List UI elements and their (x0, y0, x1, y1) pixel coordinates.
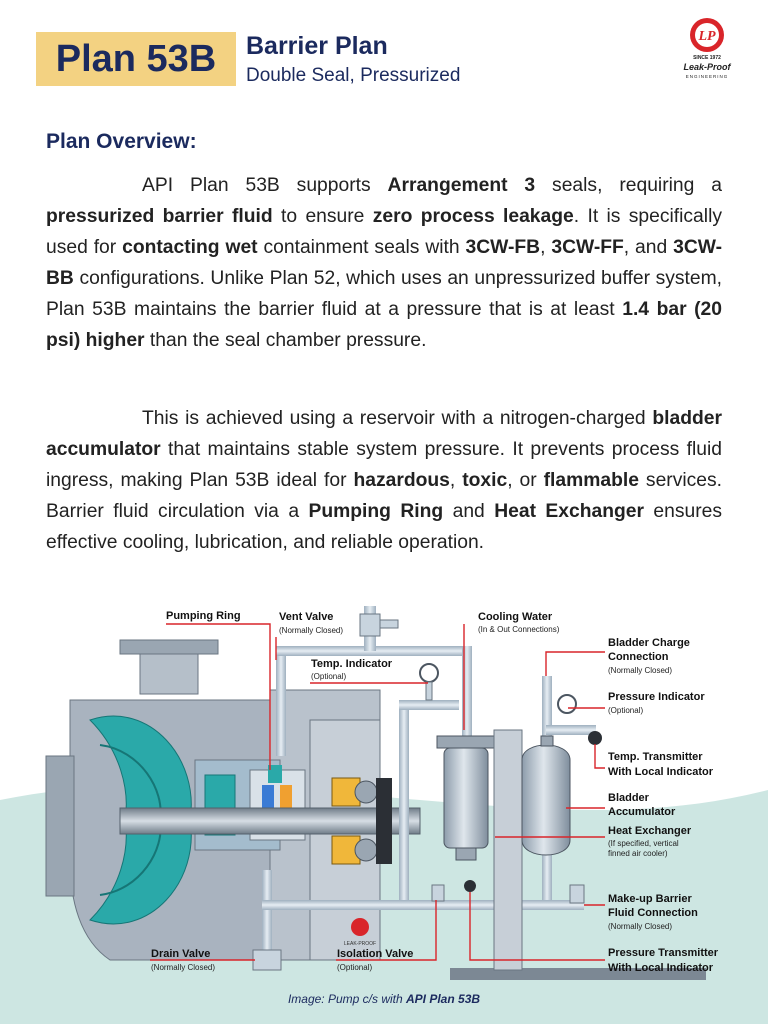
bold-phrase: 1.4 bar (20 psi) higher (46, 299, 722, 351)
label-heat-exchanger-sub1: (If specified, vertical (608, 839, 679, 848)
label-makeup-2: Fluid Connection (608, 907, 698, 919)
text-run: than the seal chamber pressure. (144, 330, 427, 351)
page-title: Barrier Plan (246, 32, 388, 60)
label-pressure-transmitter-2: With Local Indicator (608, 962, 714, 974)
label-cooling-water-sub: (In & Out Connections) (478, 625, 560, 634)
overview-heading: Plan Overview: (46, 130, 197, 153)
text-run: seals, requiring a (535, 175, 722, 196)
label-bladder-charge-sub: (Normally Closed) (608, 666, 673, 675)
mechanical-seal (194, 759, 306, 851)
bearings (331, 777, 392, 865)
text-run: to ensure (272, 206, 373, 227)
bold-phrase: 3CW-BB (46, 237, 722, 289)
bold-phrase: Arrangement 3 (387, 175, 536, 196)
logo-since: SINCE 1972 (693, 55, 721, 61)
label-isolation-valve: Isolation Valve (337, 948, 414, 960)
image-caption: Image: Pump c/s with API Plan 53B (0, 992, 768, 1006)
logo-sub: ENGINEERING (685, 74, 729, 79)
bold-phrase: toxic (462, 470, 508, 491)
text-run: , and (623, 237, 674, 258)
barrier-reservoir (436, 735, 496, 861)
label-bladder-charge-1: Bladder Charge (608, 637, 690, 649)
text-run: , (540, 237, 552, 258)
label-bladder-charge-2: Connection (608, 651, 669, 663)
bold-phrase: Heat Exchanger (494, 501, 644, 522)
bold-phrase: contacting wet (122, 237, 258, 258)
drain-valve-icon (252, 949, 282, 971)
vent-valve-icon (359, 613, 399, 637)
text-run: , (449, 470, 463, 491)
pump-logo-text: LEAK-PROOF (344, 941, 376, 947)
support-post (493, 729, 523, 971)
label-heat-exchanger-sub2: finned air cooler) (608, 849, 668, 858)
page-subtitle: Double Seal, Pressurized (246, 65, 461, 86)
pressure-indicator-icon (557, 694, 577, 714)
logo-mark: LP (697, 29, 716, 44)
logo-brand: Leak-Proof (683, 62, 731, 72)
makeup-valve-icon (569, 884, 585, 904)
label-bladder-2: Accumulator (608, 806, 676, 818)
bladder-accumulator (521, 735, 571, 856)
label-temp-transmitter-2: With Local Indicator (608, 766, 714, 778)
label-drain-valve-sub: (Normally Closed) (151, 963, 216, 972)
bold-phrase: hazardous (353, 470, 450, 491)
company-logo: LP SINCE 1972 Leak-Proof ENGINEERING (672, 16, 742, 96)
label-pressure-transmitter-1: Pressure Transmitter (608, 947, 719, 959)
bold-phrase: zero process leakage (372, 206, 574, 227)
label-bladder-1: Bladder (608, 792, 649, 804)
overview-paragraph-2: This is achieved using a reservoir with … (46, 403, 722, 558)
base-plate (450, 968, 706, 980)
pressure-transmitter-icon (464, 880, 476, 892)
label-pressure-indicator: Pressure Indicator (608, 691, 705, 703)
label-pumping-ring: Pumping Ring (166, 610, 241, 622)
plan-badge: Plan 53B (36, 32, 236, 86)
text-run: containment seals with (257, 237, 466, 258)
label-temp-indicator-sub: (Optional) (311, 672, 347, 681)
label-vent-valve: Vent Valve (279, 611, 334, 623)
temp-indicator-icon (419, 663, 439, 701)
pump-shaft (119, 807, 421, 835)
logo-mark-icon: LP (690, 18, 724, 52)
bold-phrase: pressurized barrier fluid (46, 206, 273, 227)
text-run: ensures effective cooling, lubrication, … (46, 501, 723, 553)
text-run: that maintains stable system pressure. I… (46, 439, 722, 491)
bold-phrase: 3CW-FB (465, 237, 541, 258)
temp-transmitter-icon (588, 731, 602, 745)
label-temp-indicator: Temp. Indicator (311, 658, 393, 670)
label-heat-exchanger: Heat Exchanger (608, 825, 692, 837)
bold-phrase: 3CW-FF (551, 237, 624, 258)
text-run: services. Barrier fluid circulation via … (46, 470, 722, 522)
label-isolation-valve-sub: (Optional) (337, 963, 373, 972)
text-run: API Plan 53B supports (142, 175, 388, 196)
bold-phrase: flammable (543, 470, 639, 491)
pump-logo: LEAK-PROOF (344, 918, 376, 947)
label-makeup-sub: (Normally Closed) (608, 922, 673, 931)
text-run: and (443, 501, 495, 522)
text-run: , or (507, 470, 544, 491)
leader-lines (150, 623, 605, 961)
bold-phrase: Pumping Ring (308, 501, 444, 522)
label-temp-transmitter-1: Temp. Transmitter (608, 751, 703, 763)
label-makeup-1: Make-up Barrier (608, 893, 692, 905)
text-run: configurations. Unlike Plan 52, which us… (46, 268, 722, 320)
bold-phrase: bladder accumulator (46, 408, 722, 460)
caption-prefix: Image: Pump c/s with (287, 992, 406, 1006)
label-pressure-indicator-sub: (Optional) (608, 706, 644, 715)
plan-53b-diagram: LEAK-PROOF (45, 606, 706, 980)
label-cooling-water: Cooling Water (478, 611, 553, 623)
caption-bold: API Plan 53B (406, 992, 481, 1006)
text-run: . It is specifically used for (46, 206, 722, 258)
label-drain-valve: Drain Valve (151, 948, 211, 960)
label-vent-valve-sub: (Normally Closed) (279, 626, 344, 635)
text-run: This is achieved using a reservoir with … (142, 408, 653, 429)
overview-paragraph-1: API Plan 53B supports Arrangement 3 seal… (46, 170, 722, 356)
